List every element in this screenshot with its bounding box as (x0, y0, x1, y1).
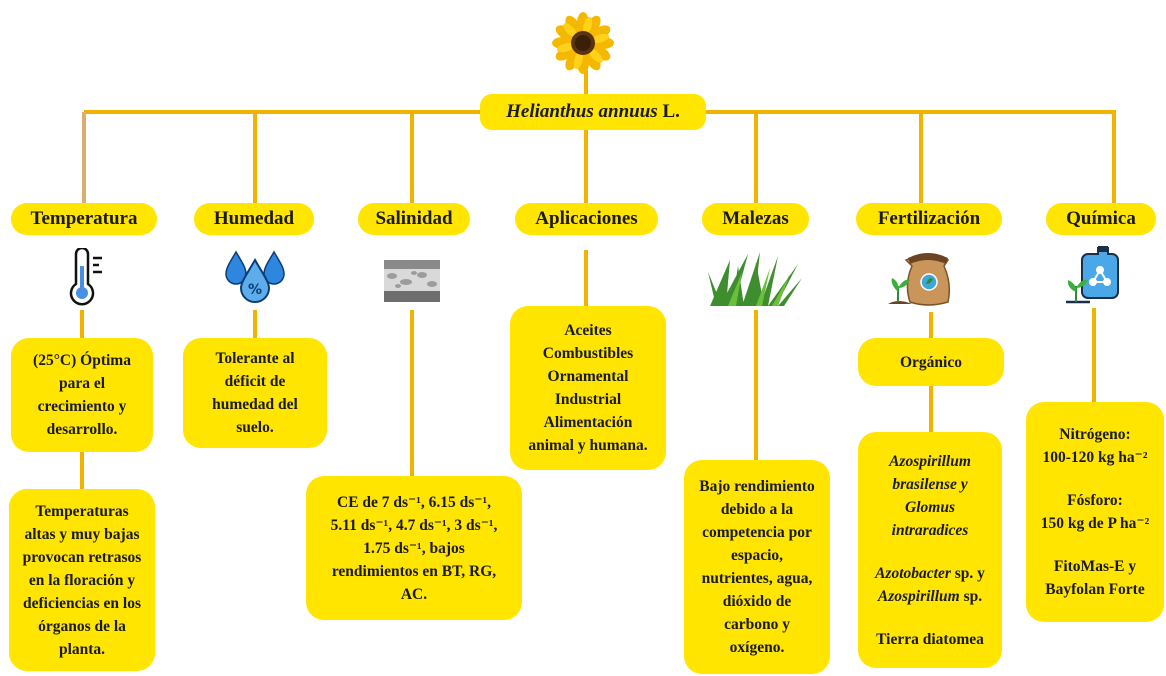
svg-text:%: % (248, 282, 262, 298)
grass-icon (708, 252, 802, 306)
fertilizer-sack-icon (888, 253, 951, 306)
category-aplicaciones: Aplicaciones (515, 203, 658, 235)
category-fertilizacion: Fertilización (856, 203, 1002, 235)
chemical-jerrycan-icon (1066, 246, 1119, 304)
category-malezas: Malezas (702, 203, 809, 235)
category-quimica: Química (1046, 203, 1156, 235)
box-humedad: Tolerante al déficit de humedad del suel… (183, 338, 327, 448)
sunflower-icon (552, 12, 614, 74)
box-temperatura-extremas: Temperaturas altas y muy bajas provocan … (9, 489, 155, 671)
box-quimica: Nitrógeno: 100-120 kg ha⁻² Fósforo: 150 … (1026, 402, 1164, 622)
water-drops-icon: % (225, 250, 285, 303)
box-fertilizacion-organismos: Azospirillum brasilense y Glomus intrara… (858, 432, 1002, 668)
root-title: Helianthus annuus L. (480, 94, 706, 130)
box-fertilizacion-organico: Orgánico (858, 338, 1004, 386)
category-salinidad: Salinidad (358, 203, 470, 235)
box-salinidad: CE de 7 ds⁻¹, 6.15 ds⁻¹, 5.11 ds⁻¹, 4.7 … (306, 476, 522, 620)
box-temperatura-optima: (25°C) Óptima para el crecimiento y desa… (11, 338, 153, 452)
thermometer-icon (69, 248, 102, 306)
soil-layers-icon (384, 260, 440, 302)
category-temperatura: Temperatura (11, 203, 157, 235)
species-name: Helianthus annuus (506, 101, 658, 122)
category-humedad: Humedad (194, 203, 314, 235)
box-aplicaciones: Aceites Combustibles Ornamental Industri… (510, 306, 666, 470)
species-author: L. (662, 101, 680, 122)
box-malezas: Bajo rendimiento debido a la competencia… (684, 460, 830, 674)
